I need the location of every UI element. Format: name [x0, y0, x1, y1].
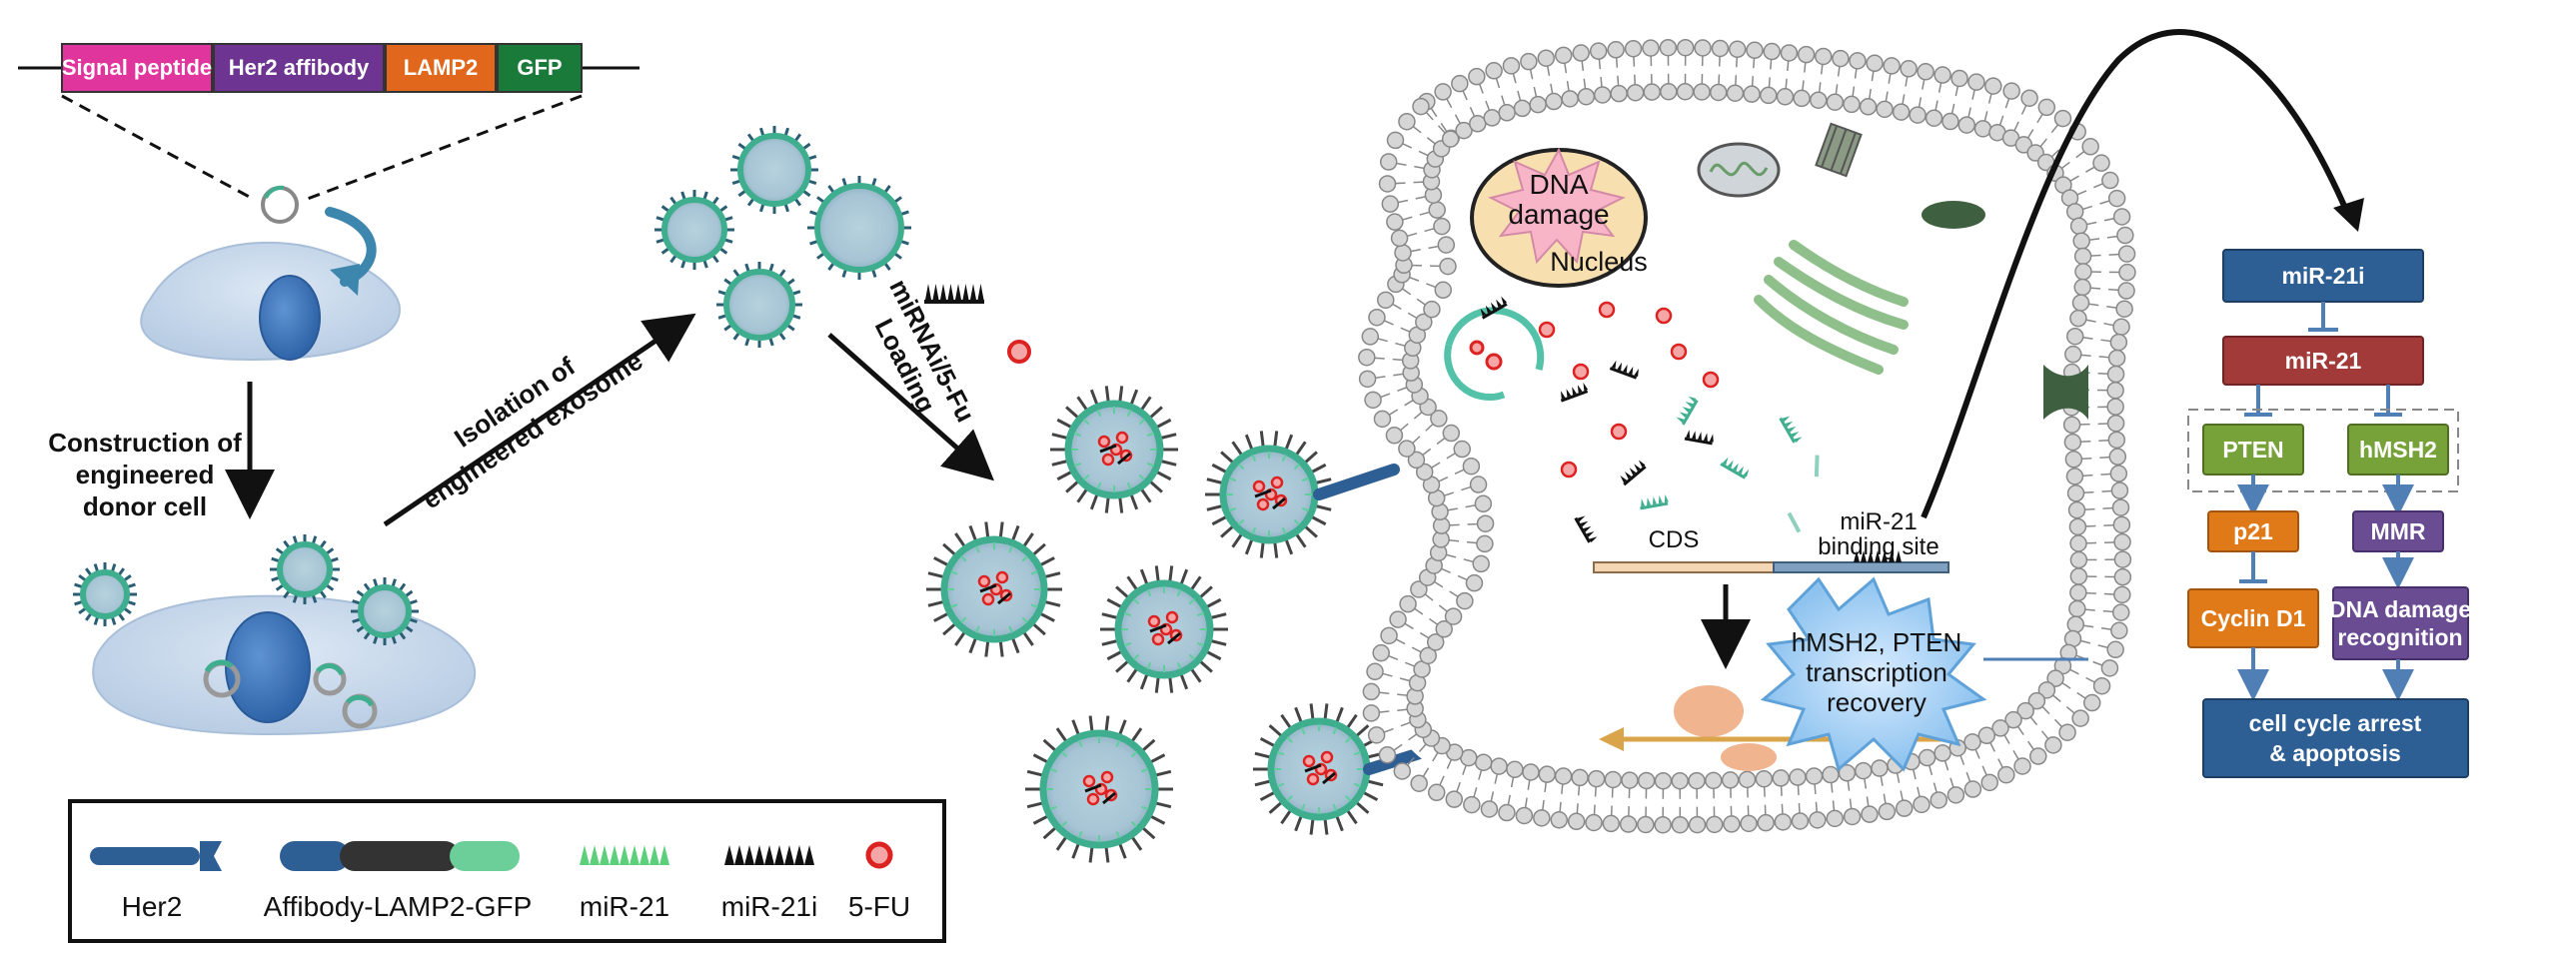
- pathway-panel: miR-21i miR-21 PTEN hMSH2 p21 MMR Cyclin…: [2187, 249, 2471, 778]
- node-mmr-label: MMR: [2371, 518, 2426, 544]
- construction-label-1: Construction of: [48, 428, 242, 458]
- legend-her2-label: Her2: [122, 891, 183, 922]
- node-dna-damage-recognition-label-2: recognition: [2337, 624, 2462, 650]
- her2-receptor-icon: [1313, 464, 1400, 500]
- legend: Her2 Affibody-LAMP2-GFP miR-21 miR-21i 5…: [68, 799, 946, 943]
- plasmid-gfp-label: GFP: [517, 55, 562, 80]
- exosome: [270, 534, 340, 604]
- legend-mir21i-label: miR-21i: [721, 891, 817, 922]
- lipid-bilayer: [1358, 38, 2136, 834]
- exosome: [730, 126, 818, 214]
- loaded-exosome: [1050, 386, 1178, 513]
- nucleus-bottom: [225, 611, 311, 723]
- mrna-cds: [1593, 561, 1775, 573]
- plasmid-lamp2-label: LAMP2: [404, 55, 479, 80]
- node-outcome: [2202, 698, 2469, 778]
- isolated-exosome-group: [654, 126, 911, 348]
- binding-comb-icon: [1854, 550, 1902, 562]
- cytoplasm-cargo: [1480, 296, 1820, 543]
- mrna-binding-site: [1773, 561, 1949, 573]
- loaded-exosome: [926, 521, 1062, 657]
- node-cyclin-d1-label: Cyclin D1: [2201, 605, 2306, 631]
- plasmid-her2-affibody-label: Her2 affibody: [229, 55, 370, 80]
- legend-5fu-label: 5-FU: [848, 891, 910, 922]
- node-hmsh2-label: hMSH2: [2359, 437, 2437, 463]
- node-mir21i-label: miR-21i: [2281, 263, 2364, 289]
- dna-damage-label-2: damage: [1508, 199, 1609, 230]
- node-mir21-label: miR-21: [2285, 348, 2362, 374]
- nucleus-label: Nucleus: [1550, 247, 1648, 277]
- node-dna-damage-recognition-label-1: DNA damage: [2329, 596, 2471, 622]
- plasmid-gfp: [497, 43, 583, 93]
- exosome: [73, 562, 137, 626]
- exosome: [654, 190, 734, 270]
- recovery-label-3: recovery: [1827, 687, 1927, 717]
- construction-label-2: engineered: [76, 460, 215, 489]
- legend-affibody-icon: [280, 841, 520, 871]
- plasmid-construct: Signal peptide Her2 affibody LAMP2 GFP: [18, 43, 640, 224]
- donor-cell-top: [140, 207, 402, 362]
- centriole-icon: [1815, 122, 1863, 178]
- plasmid-lamp2: [385, 43, 497, 93]
- arrow-isolation: [383, 313, 696, 527]
- legend-affibody-label: Affibody-LAMP2-GFP: [264, 891, 533, 922]
- 5fu-icon: [1007, 340, 1031, 364]
- legend-mir21-label: miR-21: [580, 891, 669, 922]
- dna-damage-label-1: DNA: [1529, 169, 1588, 200]
- engineered-donor-cell: [92, 594, 477, 736]
- exosome: [807, 176, 911, 280]
- loaded-exosome: [1100, 565, 1228, 693]
- exosome: [351, 577, 419, 645]
- nucleus-top: [259, 275, 321, 361]
- node-outcome-label-2: & apoptosis: [2269, 740, 2401, 766]
- loading-icons: [924, 284, 1031, 364]
- node-dna-damage-recognition: [2332, 586, 2469, 660]
- recovery-label-2: transcription: [1806, 657, 1947, 687]
- endosome-icon: [1444, 307, 1545, 401]
- node-outcome-label-1: cell cycle arrest: [2249, 710, 2422, 736]
- ribosome-icon: [1674, 685, 1777, 771]
- donor-exosome-group: [73, 534, 419, 645]
- mitochondrion-icon: [1697, 142, 1781, 198]
- node-mir21: [2222, 336, 2424, 386]
- plasmid-signal-peptide-label: Signal peptide: [62, 55, 212, 80]
- legend-mir21i-icon: [724, 845, 814, 865]
- legend-her2-icon: [90, 841, 222, 871]
- node-pten-label: PTEN: [2222, 437, 2283, 463]
- transmembrane-protein-icon: [2043, 365, 2088, 420]
- legend-mir21-icon: [580, 845, 669, 865]
- cds-label: CDS: [1649, 526, 1700, 553]
- loaded-exosome-group: [926, 386, 1445, 863]
- arrow-loading: [827, 333, 994, 481]
- dna-damage-star-icon: [1488, 147, 1626, 265]
- vesicle-icon: [1922, 201, 1985, 229]
- recovery-burst: [1760, 576, 1987, 772]
- golgi-icon: [1754, 240, 1909, 375]
- loaded-exosome: [1025, 715, 1173, 863]
- arrow-to-pathway: [1921, 29, 2351, 519]
- construction-label-3: donor cell: [83, 491, 207, 521]
- loaded-exosome: [1253, 703, 1385, 835]
- recovery-label-1: hMSH2, PTEN: [1792, 627, 1962, 657]
- plasmid-her2-affibody: [213, 43, 385, 93]
- node-p21-label: p21: [2233, 518, 2273, 544]
- legend-5fu-icon: [865, 841, 893, 869]
- loaded-exosome: [1205, 431, 1333, 558]
- plasmid-signal-peptide: [61, 43, 213, 93]
- binding-site-label-1: miR-21: [1840, 508, 1917, 535]
- exosome: [716, 262, 802, 348]
- target-cell: DNA damage Nucleus: [1358, 38, 2136, 834]
